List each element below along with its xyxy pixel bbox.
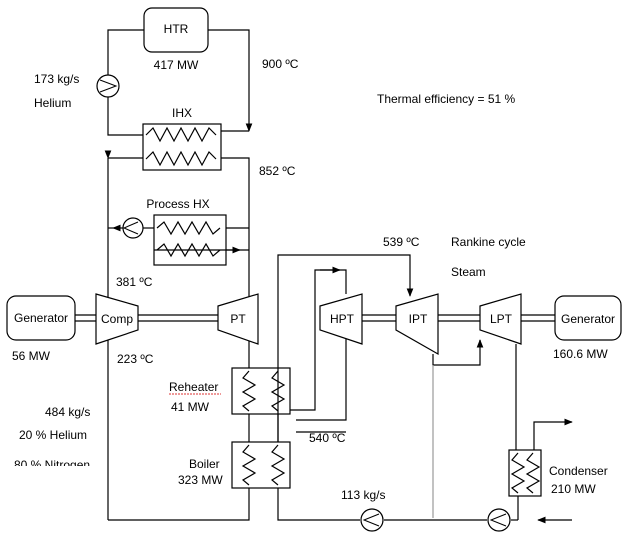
- steam-label: Steam: [451, 265, 486, 279]
- generator-left-power: 56 MW: [12, 349, 51, 363]
- ipt-label: IPT: [409, 312, 428, 326]
- steam-shaft: [362, 314, 555, 322]
- boiler-power: 323 MW: [178, 473, 223, 487]
- reheater-label: Reheater: [169, 380, 218, 394]
- rankine-lines: [277, 254, 573, 524]
- temp-900: 900 ºC: [262, 57, 299, 71]
- steam-flow-rate: 113 kg/s: [341, 488, 385, 502]
- process-hx-exchanger: [153, 214, 227, 266]
- ihx-coil-lower: [145, 150, 217, 167]
- condensate-pump-icon: [487, 508, 511, 532]
- temp-223: 223 ºC: [117, 352, 154, 366]
- boiler-coil-right: [270, 444, 286, 486]
- reheater-coil-left: [241, 370, 257, 412]
- rankine-label: Rankine cycle: [451, 235, 526, 249]
- condenser-power: 210 MW: [551, 482, 596, 496]
- generator-right: [554, 295, 622, 341]
- generator-left-label: Generator: [14, 311, 68, 325]
- temp-381: 381 ºC: [116, 275, 153, 289]
- temp-852: 852 ºC: [259, 164, 296, 178]
- process-hx-label: Process HX: [146, 197, 209, 211]
- boiler-coil-left: [241, 444, 257, 486]
- condenser-label: Condenser: [549, 464, 608, 478]
- power-turbine-label: PT: [230, 312, 246, 326]
- thermal-efficiency: Thermal efficiency = 51 %: [377, 92, 516, 106]
- htr-label: HTR: [164, 22, 189, 36]
- reheater-power: 41 MW: [171, 400, 210, 414]
- gas-mix-rate: 484 kg/s: [45, 405, 90, 419]
- secondary-loop-lines: [104, 150, 250, 521]
- feed-pump-icon: [360, 508, 384, 532]
- ihx-label: IHX: [172, 106, 192, 120]
- generator-right-power: 160.6 MW: [553, 347, 608, 361]
- reheater-exchanger: [231, 367, 291, 415]
- hp-turbine: [319, 293, 363, 345]
- hpt-label: HPT: [330, 312, 355, 326]
- helium-flow-rate: 173 kg/s: [34, 72, 79, 86]
- ihx-exchanger: [142, 123, 222, 171]
- gas-mix-nitrogen-clip: 80 % Nitrogen: [14, 458, 90, 472]
- condenser-coil: [510, 452, 526, 494]
- helium-circulator-icon: [96, 74, 120, 98]
- process-hx-coil-upper: [156, 220, 221, 236]
- temp-539: 539 ºC: [383, 235, 420, 249]
- gas-mix-helium: 20 % Helium: [19, 428, 87, 442]
- boiler-label: Boiler: [189, 457, 220, 471]
- lpt-label: LPT: [490, 312, 513, 326]
- helium-fluid-label: Helium: [34, 96, 71, 110]
- process-pump-icon: [122, 217, 144, 239]
- boiler-exchanger: [231, 441, 291, 489]
- generator-right-label: Generator: [561, 312, 615, 326]
- gas-mix-nitrogen: 80 % Nitrogen: [14, 458, 90, 472]
- gas-shaft: [75, 314, 218, 322]
- lp-turbine: [479, 293, 522, 345]
- ip-turbine: [395, 293, 439, 356]
- temp-540: 540 ºC: [309, 431, 346, 445]
- ihx-coil-upper: [145, 126, 217, 143]
- htr-reactor: [143, 7, 209, 53]
- reheater-coil-right: [270, 370, 286, 412]
- htr-power: 417 MW: [154, 58, 199, 72]
- condenser-cooling-coil: [525, 452, 541, 494]
- compressor: [95, 293, 139, 345]
- power-turbine: [217, 293, 259, 345]
- compressor-label: Comp: [101, 312, 133, 326]
- generator-left: [6, 295, 76, 341]
